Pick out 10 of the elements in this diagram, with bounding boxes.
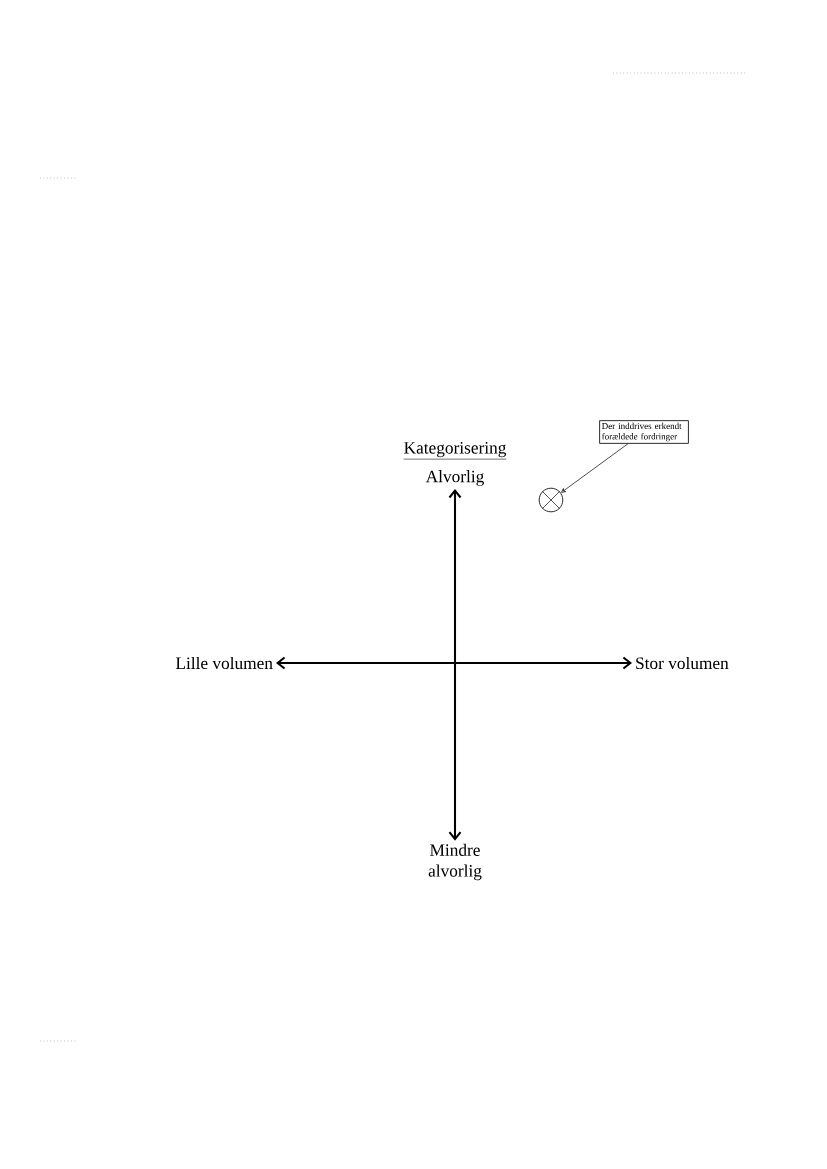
- callout-box: Der inddrives erkendt forældede fordringer: [599, 420, 689, 444]
- axis-label: Stor volumen: [636, 656, 729, 670]
- axis-label: Mindre alvorlig: [428, 843, 482, 881]
- axis-label: Lille volumen: [175, 656, 273, 670]
- double-arrow: [275, 656, 632, 670]
- crossed-circle-marker: [538, 487, 564, 513]
- leader-line: [561, 443, 629, 493]
- axis-label: Alvorlig: [425, 470, 484, 486]
- double-arrow: [448, 488, 462, 841]
- axis-title: Kategorisering: [403, 442, 507, 460]
